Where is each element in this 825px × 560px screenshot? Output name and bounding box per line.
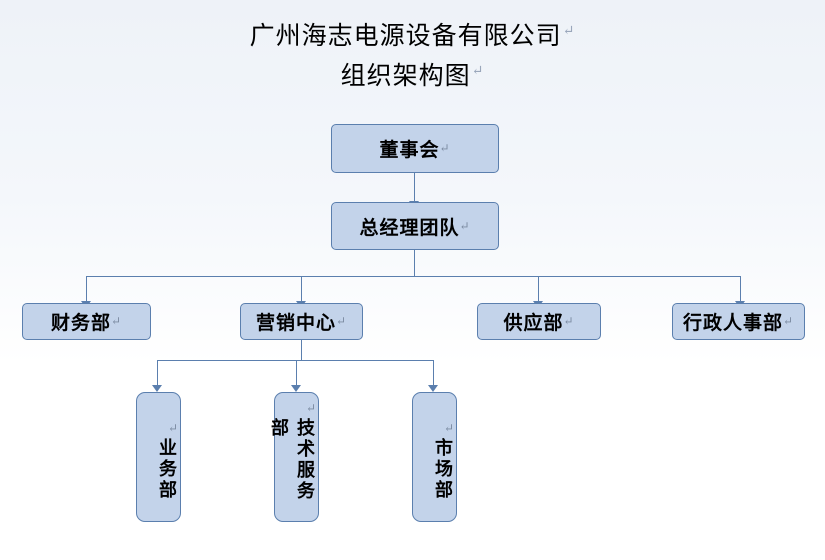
connector-bus-to-tech-service [296, 360, 297, 386]
paragraph-mark-icon: ↵ [562, 23, 576, 39]
connector-bus-to-finance [86, 276, 87, 302]
node-board[interactable]: 董事会↵ [331, 124, 499, 173]
node-business-label: 业务部 [157, 438, 177, 501]
node-finance-label: 财务部 [50, 313, 111, 334]
node-general-manager-team[interactable]: 总经理团队↵ [331, 202, 499, 250]
node-business[interactable]: ↵业务部 [136, 392, 181, 522]
node-tech-service-label: 技术服务部 [269, 418, 315, 502]
arrow-to-market [428, 385, 438, 392]
node-admin-hr[interactable]: 行政人事部↵ [672, 303, 805, 340]
paragraph-mark-icon: ↵ [471, 63, 485, 79]
paragraph-mark-icon: ↵ [110, 314, 123, 328]
arrow-to-tech-service [291, 385, 301, 392]
chart-title-line-2: 组织架构图↵ [0, 56, 825, 92]
connector-bus-to-marketing [301, 276, 302, 302]
paragraph-mark-icon: ↵ [782, 314, 795, 328]
paragraph-mark-icon: ↵ [335, 314, 348, 328]
connector-gm-to-bus [414, 250, 415, 276]
connector-bus-to-supply [538, 276, 539, 302]
paragraph-mark-icon: ↵ [442, 421, 456, 438]
node-board-label: 董事会 [379, 140, 440, 161]
paragraph-mark-icon: ↵ [439, 141, 451, 155]
node-admin-hr-label: 行政人事部 [682, 313, 783, 334]
node-tech-service[interactable]: ↵技术服务部 [269, 392, 319, 522]
bus-bar-level3 [157, 360, 433, 361]
node-marketing-center-label: 营销中心 [255, 313, 336, 334]
connector-bus-to-admin [740, 276, 741, 302]
node-market-label: 市场部 [433, 438, 453, 501]
chart-title-line-1: 广州海志电源设备有限公司↵ [0, 16, 825, 52]
arrow-to-business [152, 385, 162, 392]
paragraph-mark-icon: ↵ [304, 401, 318, 418]
node-supply-label: 供应部 [503, 313, 564, 334]
node-general-manager-team-label: 总经理团队 [359, 217, 460, 239]
node-supply[interactable]: 供应部↵ [477, 303, 601, 340]
connector-board-to-gm [414, 173, 415, 202]
chart-title-line-2-text: 组织架构图 [340, 63, 471, 90]
chart-title-line-1-text: 广州海志电源设备有限公司 [249, 23, 562, 50]
node-marketing-center[interactable]: 营销中心↵ [240, 303, 363, 340]
connector-bus-to-business [157, 360, 158, 386]
node-finance[interactable]: 财务部↵ [22, 303, 151, 340]
paragraph-mark-icon: ↵ [563, 314, 575, 328]
bus-bar-level2 [86, 276, 740, 277]
connector-bus-to-market [433, 360, 434, 386]
connector-marketing-to-bus [301, 340, 302, 360]
paragraph-mark-icon: ↵ [166, 421, 180, 438]
paragraph-mark-icon: ↵ [459, 218, 471, 233]
node-market[interactable]: ↵市场部 [412, 392, 457, 522]
